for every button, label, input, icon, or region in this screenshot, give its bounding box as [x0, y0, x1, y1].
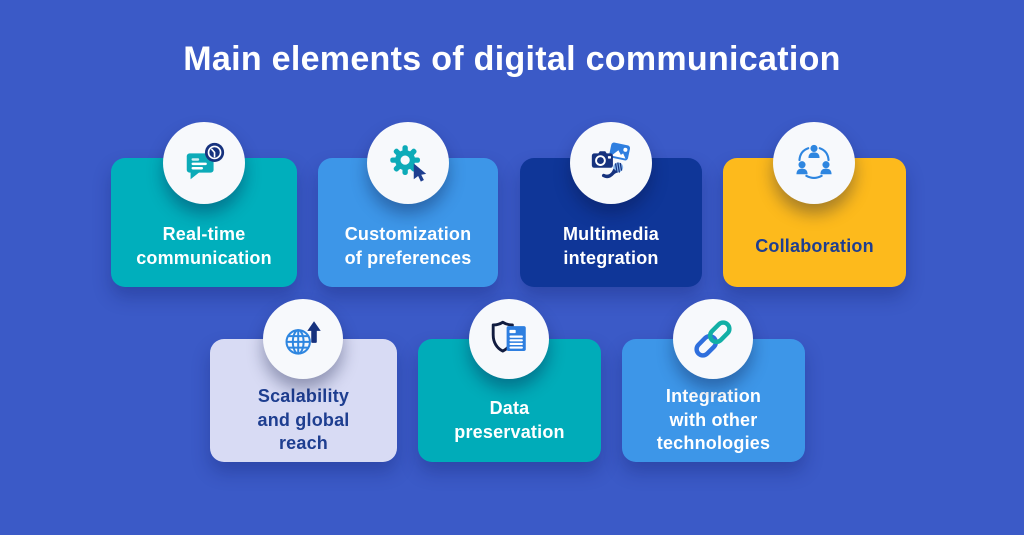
card-data-preservation: Data preservation	[418, 339, 601, 462]
camera-photo-mic-icon	[591, 142, 631, 179]
chain-link-icon	[694, 320, 732, 358]
icon-disc	[367, 122, 449, 204]
icon-disc	[570, 122, 652, 204]
card-label: Multimedia integration	[562, 224, 659, 268]
people-network-icon	[796, 144, 832, 180]
icon-disc	[263, 299, 343, 379]
shield-document-icon	[491, 320, 526, 353]
icon-disc	[469, 299, 549, 379]
card-label: Data preservation	[454, 398, 565, 442]
card-label: Collaboration	[755, 235, 874, 256]
card-label: Scalability and global reach	[257, 386, 350, 454]
card-label: Integration with other technologies	[656, 386, 771, 454]
icon-disc	[163, 122, 245, 204]
gear-cursor-icon	[390, 145, 427, 182]
card-integration-with-other-technologies: Integration with other technologies	[622, 339, 805, 462]
globe-growth-icon	[285, 321, 321, 355]
page-title: Main elements of digital communication	[183, 40, 841, 78]
card-label: Customization of preferences	[344, 224, 472, 268]
card-customization-of-preferences: Customization of preferences	[318, 158, 498, 287]
icon-disc	[673, 299, 753, 379]
icon-disc	[773, 122, 855, 204]
card-label: Real-time communication	[136, 224, 272, 268]
chat-clock-icon	[186, 142, 225, 180]
